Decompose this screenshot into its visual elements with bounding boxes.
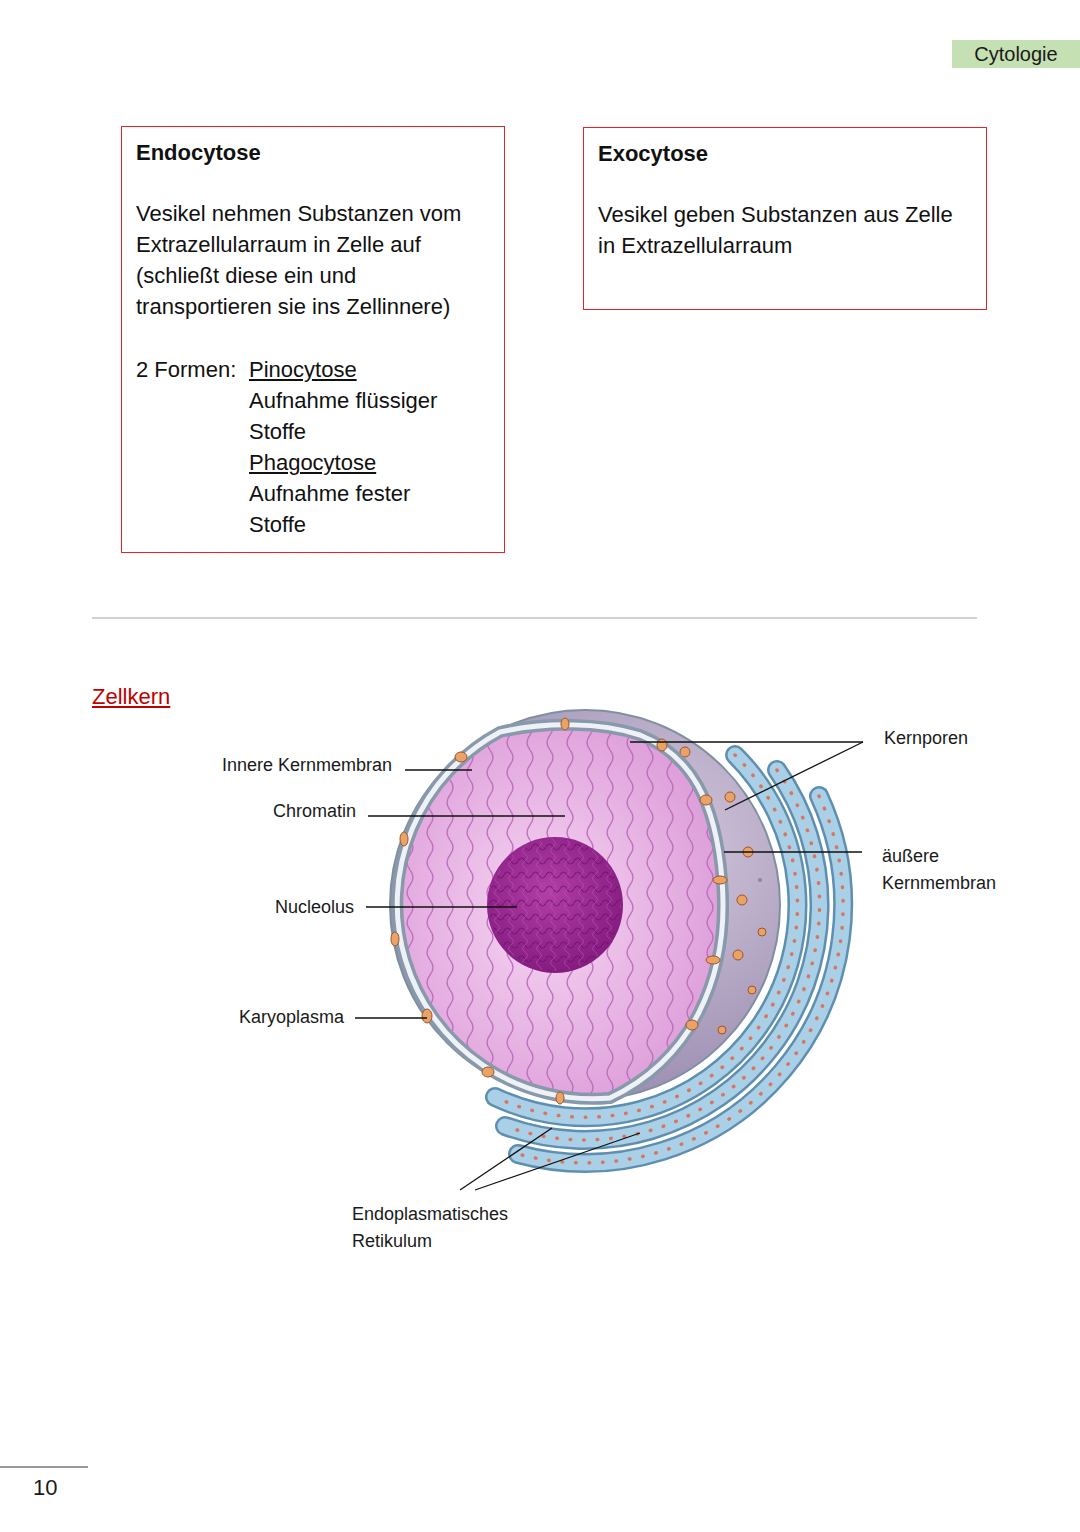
form-term: Pinocytose [249,354,464,385]
part-label: Endoplasmatisches Retikulum [352,1201,542,1255]
part-label: Chromatin [273,798,356,825]
box-heading: Exocytose [598,138,972,169]
forms-row: 2 Formen:PinocytoseAufnahme flüssiger St… [136,354,490,540]
section-heading: Zellkern [92,683,170,710]
form-term: Phagocytose [249,447,464,478]
part-label: Innere Kernmembran [222,752,392,779]
part-label: Karyoplasma [239,1004,344,1031]
box-body: Vesikel geben Substanzen aus Zelle in Ex… [598,199,972,261]
exocytose-box: ExocytoseVesikel geben Substanzen aus Ze… [583,127,987,310]
box-body: Vesikel nehmen Substanzen vom Extrazellu… [136,198,490,322]
part-label: äußere Kernmembran [882,843,1032,897]
section-tag: Cytologie [952,40,1080,68]
endocytose-box: EndocytoseVesikel nehmen Substanzen vom … [121,126,505,553]
box-heading: Endocytose [136,137,490,168]
form-description: Aufnahme flüssiger Stoffe [249,385,464,447]
part-label: Kernporen [884,725,968,752]
forms-intro: 2 Formen: [136,354,249,540]
page-number: 10 [33,1474,57,1501]
form-description: Aufnahme fester Stoffe [249,478,464,540]
part-label: Nucleolus [275,894,354,921]
forms-list: PinocytoseAufnahme flüssiger StoffePhago… [249,354,464,540]
